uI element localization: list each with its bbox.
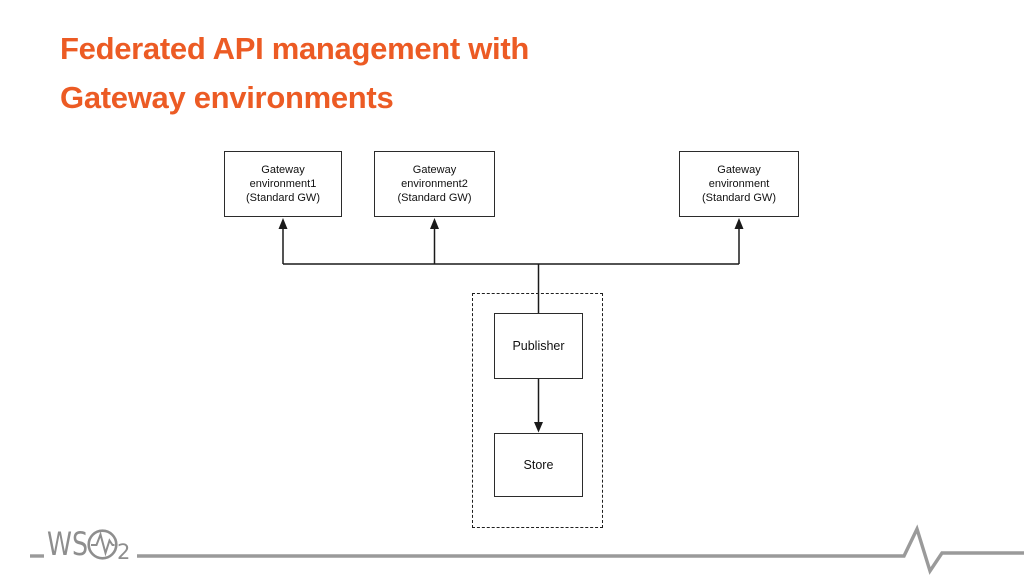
footer-rule-pulse-icon [137,524,1024,575]
wso2-logo-o-circle [87,529,118,560]
gateway-environment3-label: Gateway environment (Standard GW) [702,164,776,204]
gateway-environment1-node: Gateway environment1 (Standard GW) [224,151,342,217]
gateway-environment3-node: Gateway environment (Standard GW) [679,151,799,217]
arrowhead-up-icon [278,218,288,229]
gateway-environment2-label: Gateway environment2 (Standard GW) [397,164,472,204]
wso2-logo: WS 2 [47,525,130,564]
gateway-environment2-node: Gateway environment2 (Standard GW) [374,151,495,217]
arrowhead-up-icon [734,218,744,229]
wso2-logo-subscript: 2 [117,540,130,564]
publisher-node: Publisher [494,313,583,379]
arrowhead-up-icon [430,218,439,229]
store-node: Store [494,433,583,497]
slide-title: Federated API management with Gateway en… [60,24,529,122]
wso2-logo-pulse-icon [91,531,115,557]
wso2-logo-letters: WS [47,525,88,563]
gateway-environment1-label: Gateway environment1 (Standard GW) [246,164,320,204]
store-label: Store [523,458,554,472]
slide-title-line1: Federated API management with [60,31,530,66]
publisher-label: Publisher [512,339,565,353]
slide-title-line2: Gateway environments [60,80,394,115]
